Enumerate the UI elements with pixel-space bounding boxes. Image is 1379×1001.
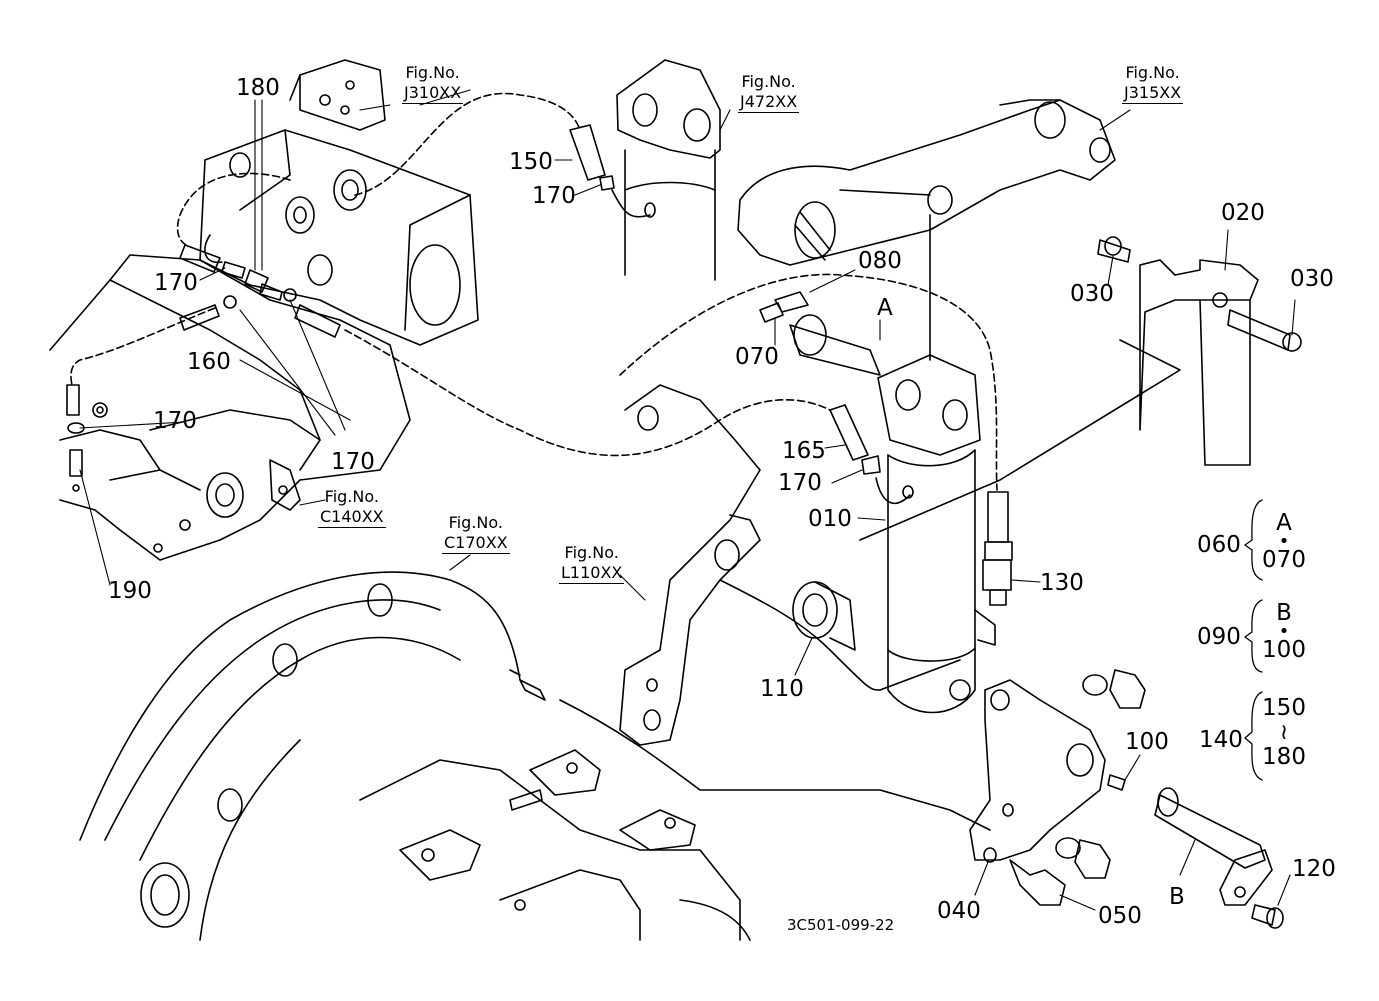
part-label-170: 170 — [331, 449, 375, 475]
part-label-170: 170 — [153, 408, 197, 434]
group-children-060: A • 070 — [1258, 512, 1310, 572]
part-label-010: 010 — [808, 506, 852, 532]
part-label-170: 170 — [154, 270, 198, 296]
group-child-top: 150 — [1262, 695, 1306, 721]
hydraulic-cylinder-010 — [877, 214, 996, 714]
figure-ref-number: J315XX — [1122, 83, 1184, 104]
group-children-140: 150 ≀ 180 — [1258, 697, 1310, 769]
control-valve-block — [199, 59, 479, 346]
part-label-190: 190 — [108, 578, 152, 604]
part-label-040: 040 — [937, 898, 981, 924]
figure-reference-j472: Fig.No. J472XX — [738, 72, 800, 113]
group-separator: • — [1278, 531, 1290, 552]
part-label-b: B — [1169, 884, 1185, 910]
figure-reference-c140: Fig.No. C140XX — [318, 487, 386, 528]
part-label-080: 080 — [858, 248, 902, 274]
position-sensor-130 — [982, 491, 1013, 606]
part-label-070: 070 — [735, 344, 779, 370]
figure-ref-prefix: Fig.No. — [405, 63, 460, 82]
figure-ref-prefix: Fig.No. — [564, 543, 619, 562]
part-label-a: A — [877, 295, 893, 321]
figure-ref-prefix: Fig.No. — [324, 487, 379, 506]
part-label-165: 165 — [782, 438, 826, 464]
figure-ref-number: J310XX — [402, 83, 464, 104]
part-label-020: 020 — [1221, 200, 1265, 226]
figure-ref-number: L110XX — [559, 563, 625, 584]
figure-reference-l110: Fig.No. L110XX — [559, 543, 625, 584]
lift-rod-upper — [616, 59, 721, 281]
group-parent-090: 090 — [1197, 624, 1241, 650]
hydraulic-hoses — [70, 92, 998, 491]
pin-b-assembly — [1107, 774, 1284, 929]
group-child-top: B — [1276, 600, 1292, 626]
group-child-top: A — [1276, 510, 1292, 536]
figure-ref-prefix: Fig.No. — [741, 72, 796, 91]
group-separator: ≀ — [1279, 720, 1289, 745]
bracket-l110 — [619, 384, 881, 746]
figure-ref-prefix: Fig.No. — [1125, 63, 1180, 82]
figure-ref-prefix: Fig.No. — [448, 513, 503, 532]
group-child-bottom: 180 — [1262, 744, 1306, 770]
group-parent-060: 060 — [1197, 532, 1241, 558]
part-label-030: 030 — [1290, 266, 1334, 292]
part-label-110: 110 — [760, 676, 804, 702]
leader-lines — [79, 89, 1296, 911]
pin-a-assembly — [759, 291, 881, 376]
group-child-bottom: 100 — [1262, 637, 1306, 663]
part-label-180: 180 — [236, 75, 280, 101]
cover-020 — [1097, 236, 1302, 466]
figure-reference-j315: Fig.No. J315XX — [1122, 63, 1184, 104]
hose-165-assembly — [829, 404, 914, 505]
group-children-090: B • 100 — [1258, 602, 1310, 662]
figure-ref-number: C140XX — [318, 507, 386, 528]
transmission-case — [49, 254, 411, 561]
figure-ref-number: C170XX — [442, 533, 510, 554]
group-parent-140: 140 — [1199, 727, 1243, 753]
part-label-150: 150 — [509, 149, 553, 175]
group-separator: • — [1278, 621, 1290, 642]
figure-reference-c170: Fig.No. C170XX — [442, 513, 510, 554]
part-label-050: 050 — [1098, 903, 1142, 929]
bracket-040-assembly — [969, 669, 1146, 906]
figure-ref-number: J472XX — [738, 92, 800, 113]
drawing-code: 3C501-099-22 — [787, 916, 895, 934]
part-label-030: 030 — [1070, 281, 1114, 307]
group-brackets — [1244, 499, 1263, 781]
hose-150-assembly — [569, 124, 656, 218]
group-child-bottom: 070 — [1262, 547, 1306, 573]
part-label-130: 130 — [1040, 570, 1084, 596]
part-label-170: 170 — [778, 470, 822, 496]
lift-arm — [737, 99, 1116, 266]
bushing-110 — [792, 581, 856, 651]
part-label-120: 120 — [1292, 856, 1336, 882]
part-label-160: 160 — [187, 349, 231, 375]
housing-c170 — [79, 339, 1181, 941]
part-label-100: 100 — [1125, 729, 1169, 755]
part-label-170: 170 — [532, 183, 576, 209]
figure-reference-j310: Fig.No. J310XX — [402, 63, 464, 104]
